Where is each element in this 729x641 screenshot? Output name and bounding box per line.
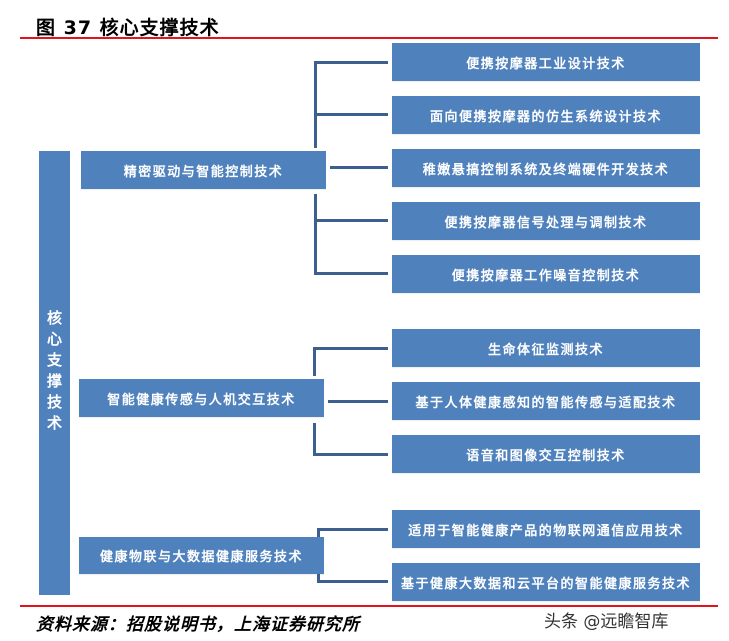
connector — [313, 453, 388, 456]
category-node-2: 智能健康传感与人机交互技术 — [79, 379, 324, 417]
category-label: 健康物联与大数据健康服务技术 — [99, 550, 303, 565]
connector — [328, 400, 388, 403]
connector — [314, 194, 317, 274]
category-label: 智能健康传感与人机交互技术 — [107, 392, 296, 408]
item-node: 面向便携按摩器的仿生系统设计技术 — [392, 96, 700, 134]
item-label: 适用于智能健康产品的物联网通信应用技术 — [408, 523, 684, 539]
category-node-3: 健康物联与大数据健康服务技术 — [79, 537, 324, 574]
root-label: 核心支撑技术 — [45, 310, 63, 436]
item-label: 便携按摩器工业设计技术 — [466, 56, 626, 72]
connector — [317, 528, 320, 537]
connector — [313, 347, 388, 350]
source-note: 资料来源：招股说明书，上海证券研究所 — [36, 615, 360, 635]
connector — [313, 347, 316, 376]
item-node: 便携按摩器工业设计技术 — [392, 43, 700, 81]
root-node: 核心支撑技术 — [39, 151, 70, 595]
watermark: 头条 @远瞻智库 — [544, 612, 669, 632]
connector — [314, 219, 388, 222]
category-label: 精密驱动与智能控制技术 — [123, 164, 284, 180]
item-label: 语音和图像交互控制技术 — [466, 448, 626, 464]
connector — [314, 113, 388, 116]
figure-title: 图 37 核心支撑技术 — [36, 17, 220, 39]
connector — [314, 272, 388, 275]
item-label: 基于健康大数据和云平台的智能健康服务技术 — [400, 576, 691, 592]
item-node: 适用于智能健康产品的物联网通信应用技术 — [392, 510, 700, 548]
item-node: 便携按摩器工作噪音控制技术 — [392, 255, 700, 293]
connector — [317, 580, 388, 583]
item-label: 生命体征监测技术 — [487, 342, 604, 358]
connector — [314, 61, 388, 64]
item-label: 面向便携按摩器的仿生系统设计技术 — [429, 109, 662, 125]
item-label: 便携按摩器工作噪音控制技术 — [451, 268, 641, 284]
source-rule — [20, 605, 718, 607]
item-node: 便携按摩器信号处理与调制技术 — [392, 202, 700, 240]
title-rule — [20, 37, 718, 39]
item-node: 语音和图像交互控制技术 — [392, 435, 700, 473]
item-node: 基于健康大数据和云平台的智能健康服务技术 — [392, 563, 700, 601]
connector — [330, 166, 388, 169]
item-label: 稚嫩悬搞控制系统及终端硬件开发技术 — [422, 162, 670, 178]
connector — [317, 574, 320, 583]
item-node: 基于人体健康感知的智能传感与适配技术 — [392, 382, 700, 420]
category-node-1: 精密驱动与智能控制技术 — [81, 151, 326, 189]
item-label: 基于人体健康感知的智能传感与适配技术 — [415, 395, 677, 411]
item-node: 稚嫩悬搞控制系统及终端硬件开发技术 — [392, 149, 700, 187]
item-node: 生命体征监测技术 — [392, 329, 700, 367]
connector — [314, 61, 317, 148]
connector — [313, 423, 316, 454]
item-label: 便携按摩器信号处理与调制技术 — [444, 215, 648, 231]
connector — [317, 528, 388, 531]
